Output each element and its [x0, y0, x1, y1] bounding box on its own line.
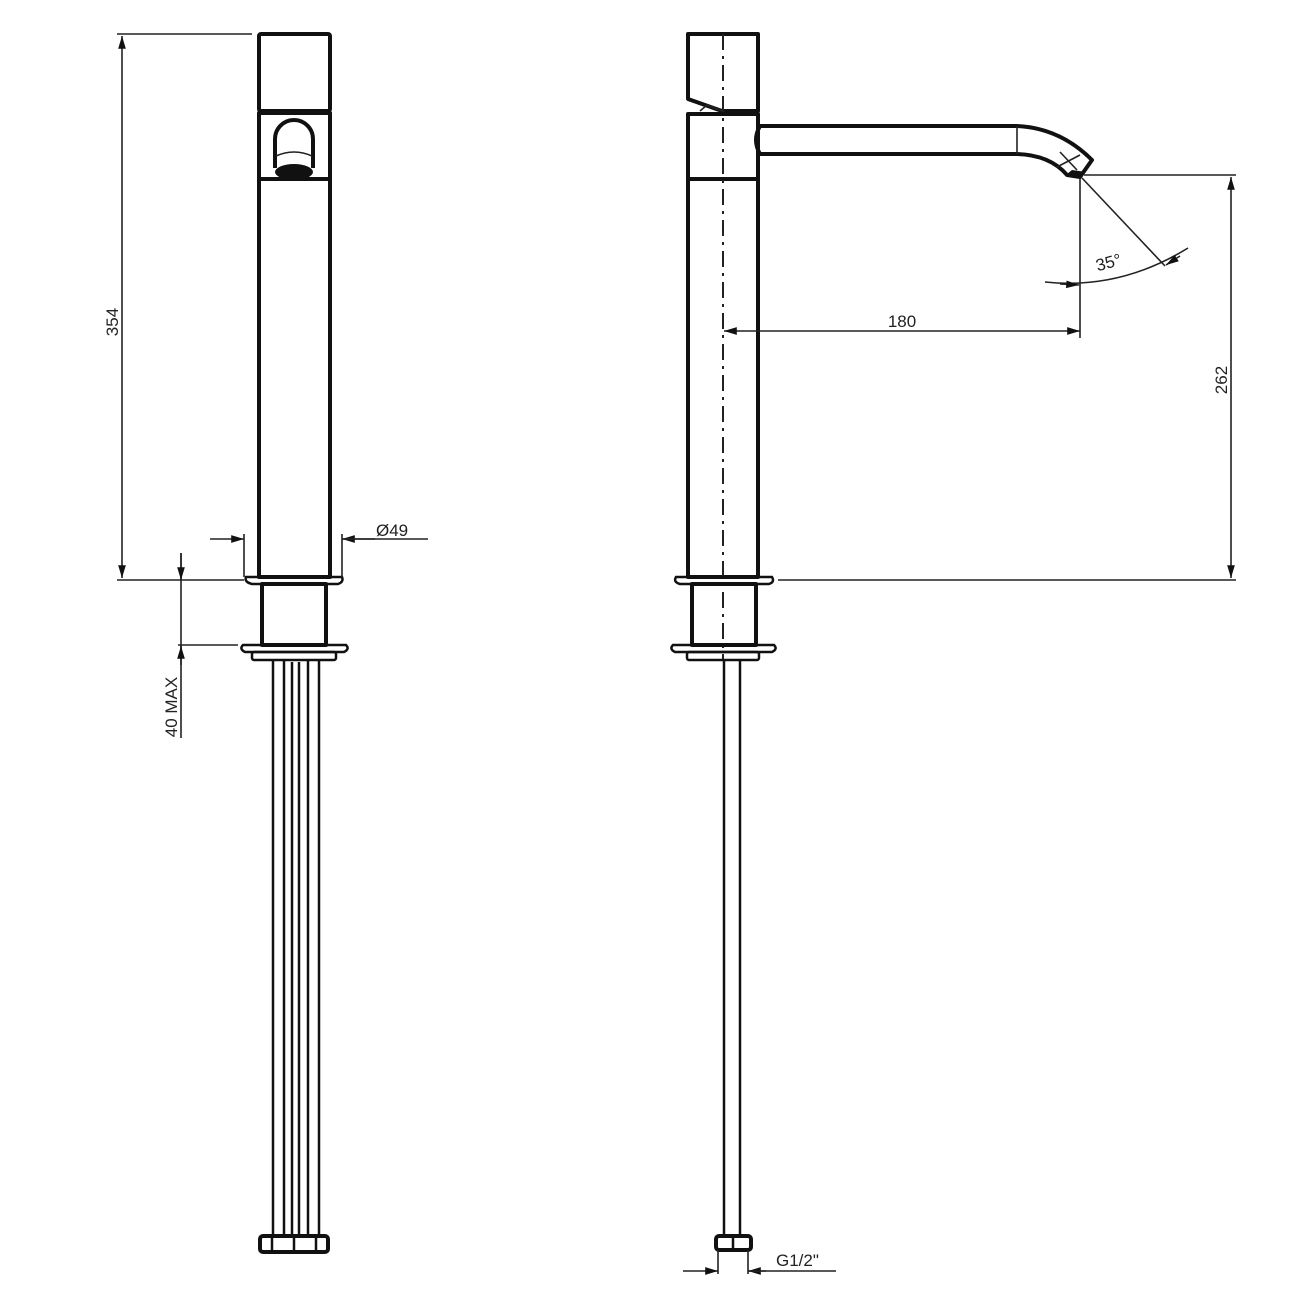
- dimension-label-354: 354: [103, 308, 122, 336]
- dimension-label-thread: G1/2": [776, 1251, 819, 1270]
- dimension-deck-thickness: 40 MAX: [162, 553, 238, 738]
- hose-nut-side: [714, 1234, 753, 1274]
- body-column: [257, 177, 332, 579]
- dimension-spout-height: 262: [778, 174, 1236, 581]
- flexible-hoses: [271, 660, 321, 1238]
- base-flange: [244, 575, 344, 586]
- dimension-label-180: 180: [888, 312, 916, 331]
- dimension-spout-reach: 180: [724, 178, 1081, 338]
- dimension-label-diameter: Ø49: [376, 521, 408, 540]
- base-flange-side: [673, 575, 775, 586]
- lever-handle: [257, 32, 332, 113]
- aerator-icon: [273, 118, 315, 180]
- dimension-overall-height: 354: [103, 33, 252, 581]
- hose-nuts: [258, 1234, 330, 1254]
- flexible-hoses-side: [722, 660, 742, 1238]
- dimension-diameter: Ø49: [210, 521, 428, 577]
- lock-nut: [240, 643, 349, 654]
- side-view: G1/2" 180 35° 262: [670, 32, 1236, 1275]
- dimension-connection: G1/2": [683, 1251, 836, 1275]
- front-view: 354 Ø49 40 MAX: [103, 32, 428, 1254]
- dimension-label-262: 262: [1212, 366, 1231, 394]
- lock-nut-side: [670, 643, 777, 654]
- lever-handle-side: [686, 32, 760, 113]
- dimension-label-35-deg: 35°: [1094, 250, 1124, 275]
- spout: [754, 124, 1094, 179]
- shank: [260, 582, 328, 647]
- dimension-spout-angle: 35°: [1044, 177, 1189, 289]
- dimension-label-40-max: 40 MAX: [162, 677, 181, 737]
